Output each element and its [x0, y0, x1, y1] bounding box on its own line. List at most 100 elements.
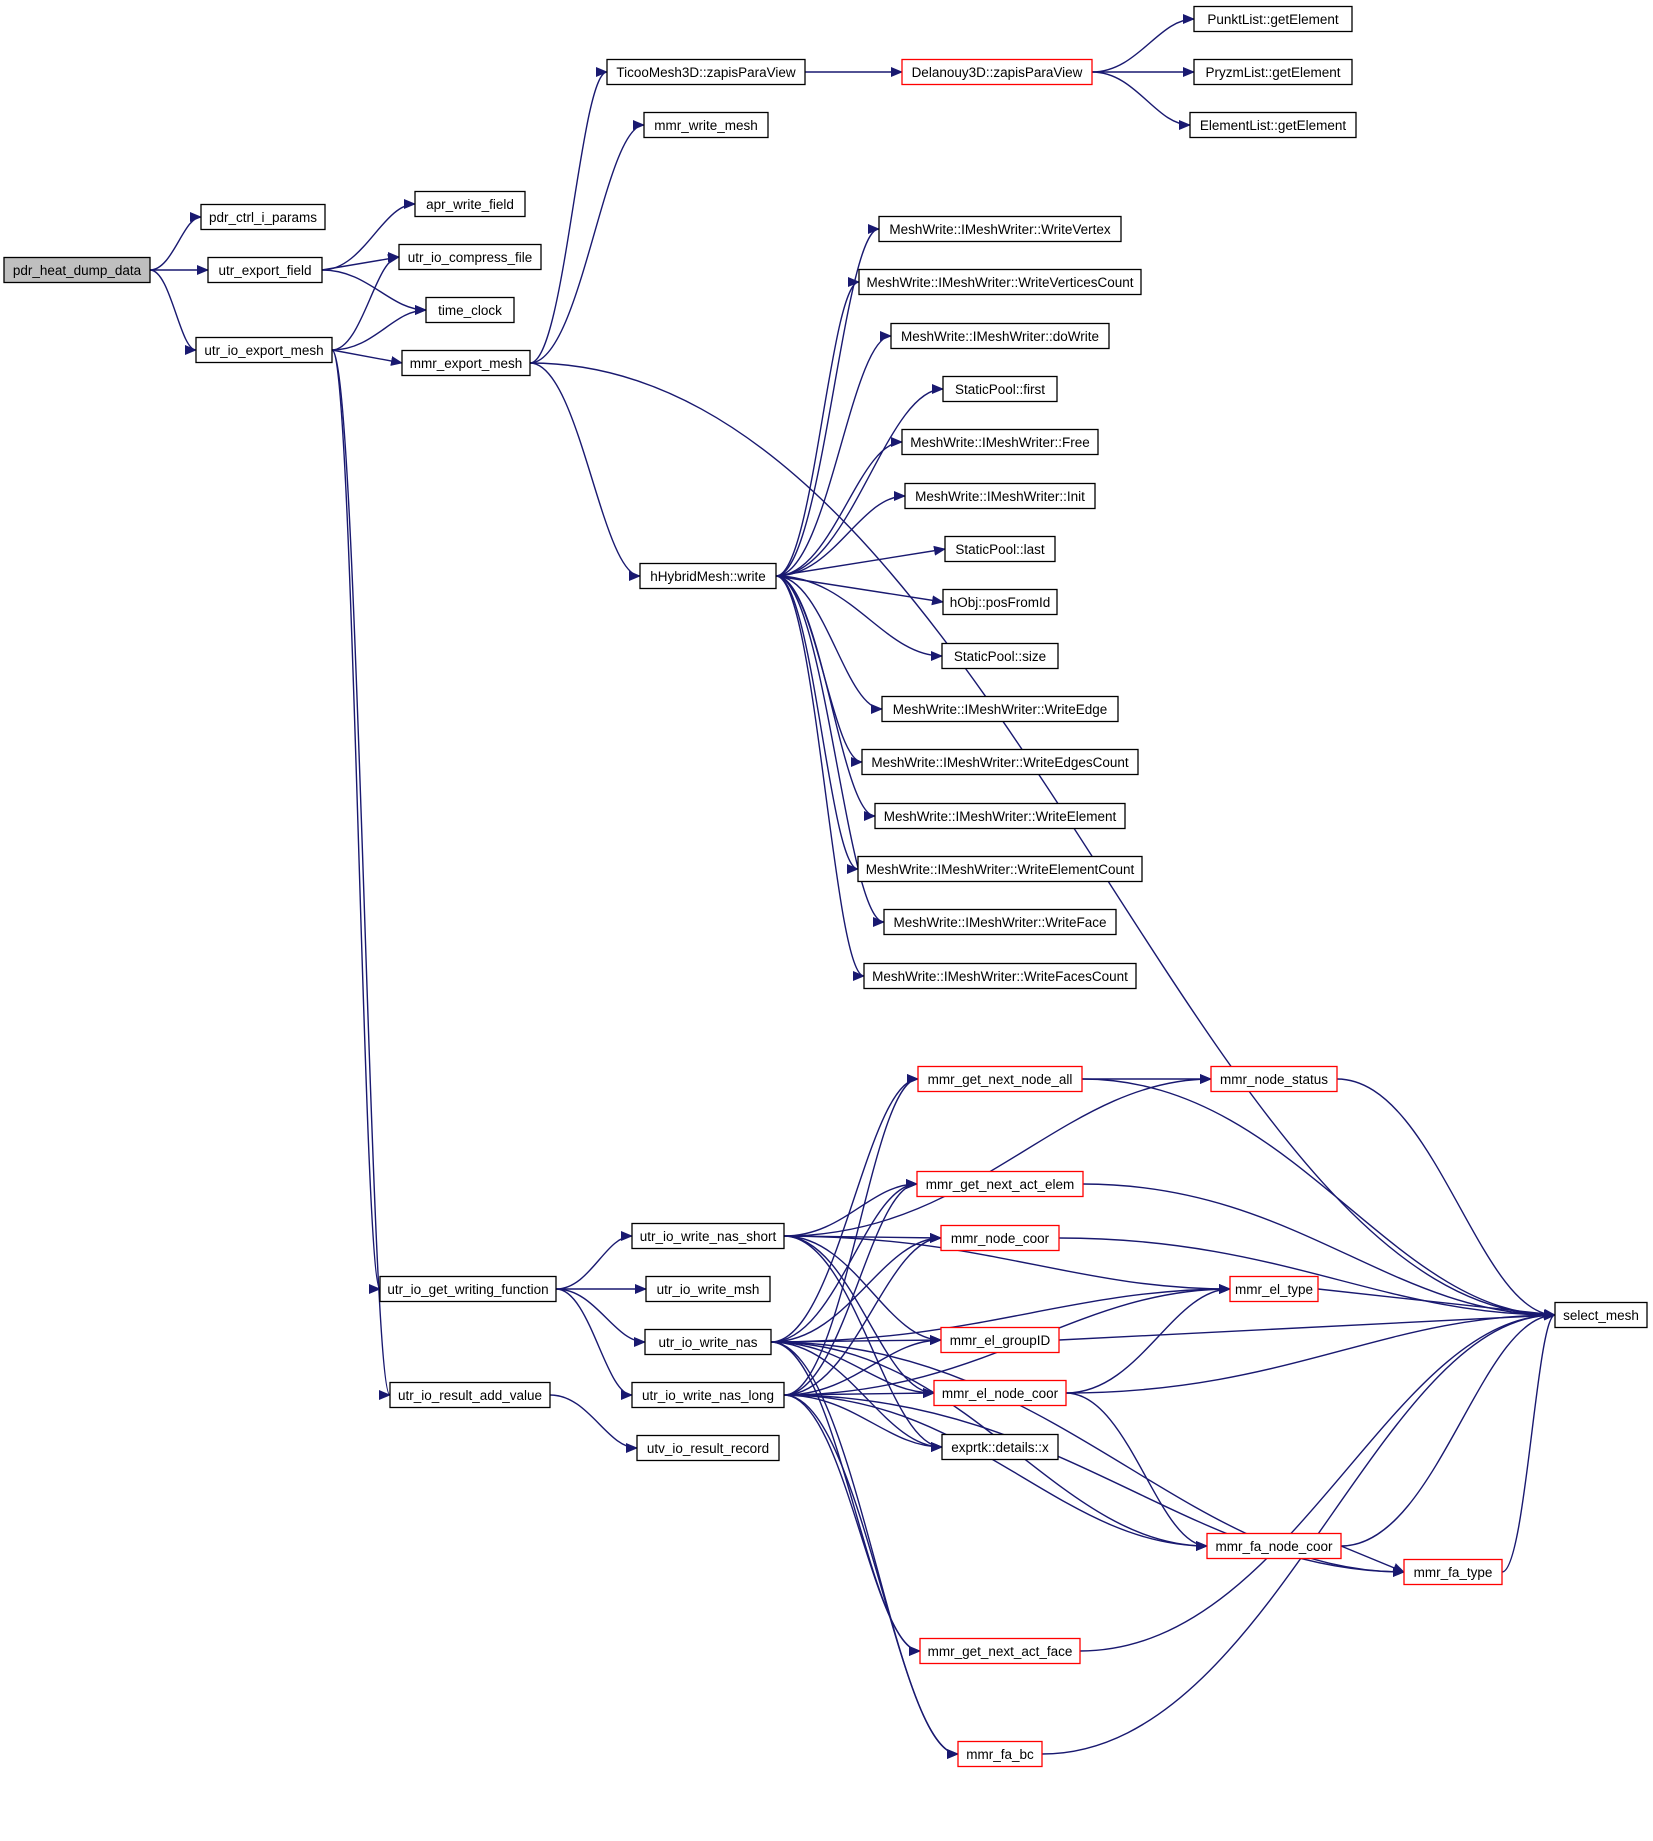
node-box [1210, 1065, 1338, 1093]
node-Delanouy3D[interactable]: Delanouy3D::zapisParaView [901, 58, 1093, 86]
edge-mmr_el_type-to-select_mesh [1317, 1288, 1556, 1319]
node-hHybridMesh_write[interactable]: hHybridMesh::write [639, 562, 777, 590]
node-box [942, 588, 1058, 616]
node-mmr_el_node_coor[interactable]: mmr_el_node_coor [933, 1379, 1067, 1407]
node-mmr_get_next_node_all[interactable]: mmr_get_next_node_all [917, 1065, 1083, 1093]
node-doWrite[interactable]: MeshWrite::IMeshWriter::doWrite [890, 322, 1110, 350]
node-WriteVertex[interactable]: MeshWrite::IMeshWriter::WriteVertex [878, 215, 1122, 243]
node-label: MeshWrite::IMeshWriter::WriteElement [884, 809, 1117, 824]
node-utr_io_write_nas_short[interactable]: utr_io_write_nas_short [631, 1222, 785, 1250]
node-label: utr_io_write_msh [657, 1282, 760, 1297]
node-utr_io_write_nas_long[interactable]: utr_io_write_nas_long [631, 1381, 785, 1409]
edge-mmr_el_groupID-to-select_mesh [1058, 1310, 1556, 1341]
node-label: utr_io_write_nas_short [640, 1229, 777, 1244]
node-StaticPool_last[interactable]: StaticPool::last [944, 535, 1056, 563]
node-box [207, 256, 323, 284]
node-time_clock[interactable]: time_clock [425, 296, 515, 324]
node-box [941, 1433, 1059, 1461]
node-label: utr_io_write_nas [658, 1335, 757, 1350]
node-mmr_node_coor[interactable]: mmr_node_coor [940, 1224, 1060, 1252]
edge-utr_io_write_nas-to-mmr_node_coor [770, 1233, 942, 1343]
node-utv_io_result_record[interactable]: utv_io_result_record [636, 1434, 780, 1462]
node-box [639, 562, 777, 590]
edge-utr_io_write_nas-to-mmr_el_type [770, 1284, 1231, 1343]
edge-mmr_el_node_coor-to-mmr_fa_node_coor [1065, 1392, 1208, 1551]
node-StaticPool_first[interactable]: StaticPool::first [942, 375, 1058, 403]
node-utr_io_export_mesh[interactable]: utr_io_export_mesh [195, 336, 333, 364]
node-apr_write_field[interactable]: apr_write_field [414, 190, 526, 218]
edge-mmr_export_mesh-to-hHybridMesh_write [529, 362, 641, 581]
node-Init[interactable]: MeshWrite::IMeshWriter::Init [904, 482, 1096, 510]
node-box [904, 482, 1096, 510]
node-mmr_fa_node_coor[interactable]: mmr_fa_node_coor [1206, 1532, 1342, 1560]
node-pdr_heat_dump_data[interactable]: pdr_heat_dump_data [3, 256, 151, 284]
node-WriteFacesCount[interactable]: MeshWrite::IMeshWriter::WriteFacesCount [863, 962, 1137, 990]
node-utr_export_field[interactable]: utr_export_field [207, 256, 323, 284]
node-mmr_fa_bc[interactable]: mmr_fa_bc [957, 1740, 1043, 1768]
node-utr_io_compress_file[interactable]: utr_io_compress_file [398, 243, 542, 271]
node-utr_io_get_writing_function[interactable]: utr_io_get_writing_function [379, 1275, 557, 1303]
node-label: select_mesh [1563, 1308, 1639, 1323]
node-utr_io_write_msh[interactable]: utr_io_write_msh [645, 1275, 771, 1303]
nodes-layer: pdr_heat_dump_data pdr_ctrl_i_params utr_e… [3, 5, 1648, 1768]
node-label: mmr_get_next_act_elem [926, 1177, 1075, 1192]
node-label: mmr_export_mesh [410, 356, 523, 371]
node-mmr_fa_type[interactable]: mmr_fa_type [1403, 1558, 1503, 1586]
node-PryzmList[interactable]: PryzmList::getElement [1193, 58, 1353, 86]
node-Free[interactable]: MeshWrite::IMeshWriter::Free [901, 428, 1099, 456]
node-label: mmr_get_next_act_face [928, 1644, 1073, 1659]
node-box [863, 962, 1137, 990]
node-TicooMesh3D[interactable]: TicooMesh3D::zapisParaView [606, 58, 806, 86]
node-label: utr_io_write_nas_long [642, 1388, 774, 1403]
node-box [1189, 111, 1357, 139]
node-WriteElement[interactable]: MeshWrite::IMeshWriter::WriteElement [874, 802, 1126, 830]
node-StaticPool_size[interactable]: StaticPool::size [941, 642, 1059, 670]
edge-mmr_fa_node_coor-to-mmr_fa_type [1340, 1545, 1405, 1573]
node-mmr_el_groupID[interactable]: mmr_el_groupID [940, 1326, 1060, 1354]
node-box [3, 256, 151, 284]
edge-hHybridMesh_write-to-WriteFacesCount [775, 575, 865, 981]
node-ElementList[interactable]: ElementList::getElement [1189, 111, 1357, 139]
node-WriteElementCount[interactable]: MeshWrite::IMeshWriter::WriteElementCoun… [857, 855, 1143, 883]
node-label: mmr_fa_bc [966, 1747, 1034, 1762]
node-mmr_get_next_act_face[interactable]: mmr_get_next_act_face [919, 1637, 1081, 1665]
node-label: ElementList::getElement [1200, 118, 1347, 133]
node-box [944, 535, 1056, 563]
node-utr_io_result_add_value[interactable]: utr_io_result_add_value [389, 1381, 551, 1409]
node-label: StaticPool::size [954, 649, 1046, 664]
node-posFromId[interactable]: hObj::posFromId [942, 588, 1058, 616]
edge-utr_io_write_nas_long-to-mmr_get_next_act_face [783, 1394, 921, 1656]
node-mmr_export_mesh[interactable]: mmr_export_mesh [401, 349, 531, 377]
node-PunktList[interactable]: PunktList::getElement [1193, 5, 1353, 33]
node-label: mmr_get_next_node_all [928, 1072, 1073, 1087]
node-WriteVerticesCount[interactable]: MeshWrite::IMeshWriter::WriteVerticesCou… [858, 268, 1142, 296]
edge-hHybridMesh_write-to-WriteVertex [775, 224, 880, 577]
node-mmr_el_type[interactable]: mmr_el_type [1229, 1275, 1319, 1303]
edge-utr_io_write_nas_long-to-mmr_get_next_act_elem [783, 1179, 918, 1396]
node-pdr_ctrl_i_params[interactable]: pdr_ctrl_i_params [200, 203, 326, 231]
node-box [940, 1326, 1060, 1354]
node-label: MeshWrite::IMeshWriter::doWrite [901, 329, 1099, 344]
node-label: MeshWrite::IMeshWriter::WriteEdge [893, 702, 1108, 717]
node-exprtk_x[interactable]: exprtk::details::x [941, 1433, 1059, 1461]
node-box [1229, 1275, 1319, 1303]
node-mmr_write_mesh[interactable]: mmr_write_mesh [643, 111, 769, 139]
edge-utr_io_write_nas_long-to-mmr_get_next_node_all [783, 1074, 919, 1396]
node-WriteEdge[interactable]: MeshWrite::IMeshWriter::WriteEdge [881, 695, 1119, 723]
edge-utr_io_export_mesh-to-utr_io_get_writing_function [331, 349, 381, 1294]
node-mmr_get_next_act_elem[interactable]: mmr_get_next_act_elem [916, 1170, 1084, 1198]
node-box [942, 375, 1058, 403]
node-label: TicooMesh3D::zapisParaView [616, 65, 796, 80]
edge-hHybridMesh_write-to-StaticPool_first [775, 384, 944, 577]
node-label: StaticPool::last [955, 542, 1045, 557]
node-box [414, 190, 526, 218]
node-box [874, 802, 1126, 830]
node-WriteEdgesCount[interactable]: MeshWrite::IMeshWriter::WriteEdgesCount [861, 748, 1139, 776]
node-utr_io_write_nas[interactable]: utr_io_write_nas [644, 1328, 772, 1356]
node-label: hObj::posFromId [950, 595, 1051, 610]
node-mmr_node_status[interactable]: mmr_node_status [1210, 1065, 1338, 1093]
node-label: MeshWrite::IMeshWriter::WriteElementCoun… [866, 862, 1135, 877]
node-WriteFace[interactable]: MeshWrite::IMeshWriter::WriteFace [883, 908, 1117, 936]
edge-mmr_el_node_coor-to-select_mesh [1065, 1310, 1556, 1394]
node-select_mesh[interactable]: select_mesh [1554, 1301, 1648, 1329]
